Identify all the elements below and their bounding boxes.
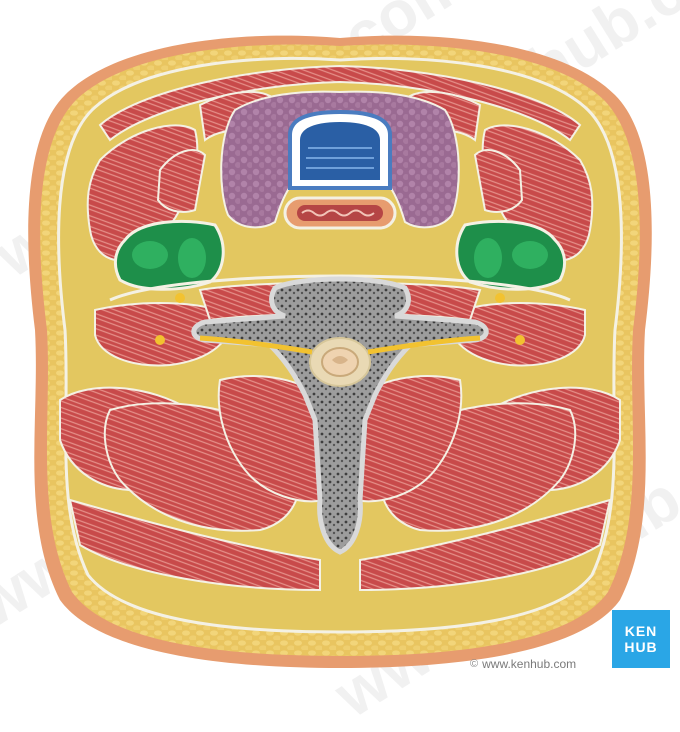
trapezius-muscle-left [68,498,321,592]
scalene-muscle-right [448,302,586,367]
infrahyoid-muscle-left-2 [156,149,207,213]
credit-line: © www.kenhub.com [470,656,576,672]
cervical-vertebra [191,276,489,555]
copyright-icon: © [470,658,479,670]
kenhub-logo[interactable]: KEN HUB [612,610,670,668]
credit-text: www.kenhub.com [482,657,577,671]
logo-line-2: HUB [624,639,658,655]
prevertebral-fascia [109,274,571,302]
trachea-lumen [300,122,380,180]
neck-cross-section-svg [28,35,652,668]
logo-line-1: KEN [624,623,658,639]
infrahyoid-muscle-right-2 [473,149,524,213]
semispinalis-muscle-left [217,375,326,503]
spinal-nerve-left [199,335,313,355]
trapezius-muscle-right [359,498,612,592]
scalene-muscle-left [94,302,232,367]
spinal-nerve-right [367,335,481,355]
semispinalis-muscle-right [354,375,463,503]
